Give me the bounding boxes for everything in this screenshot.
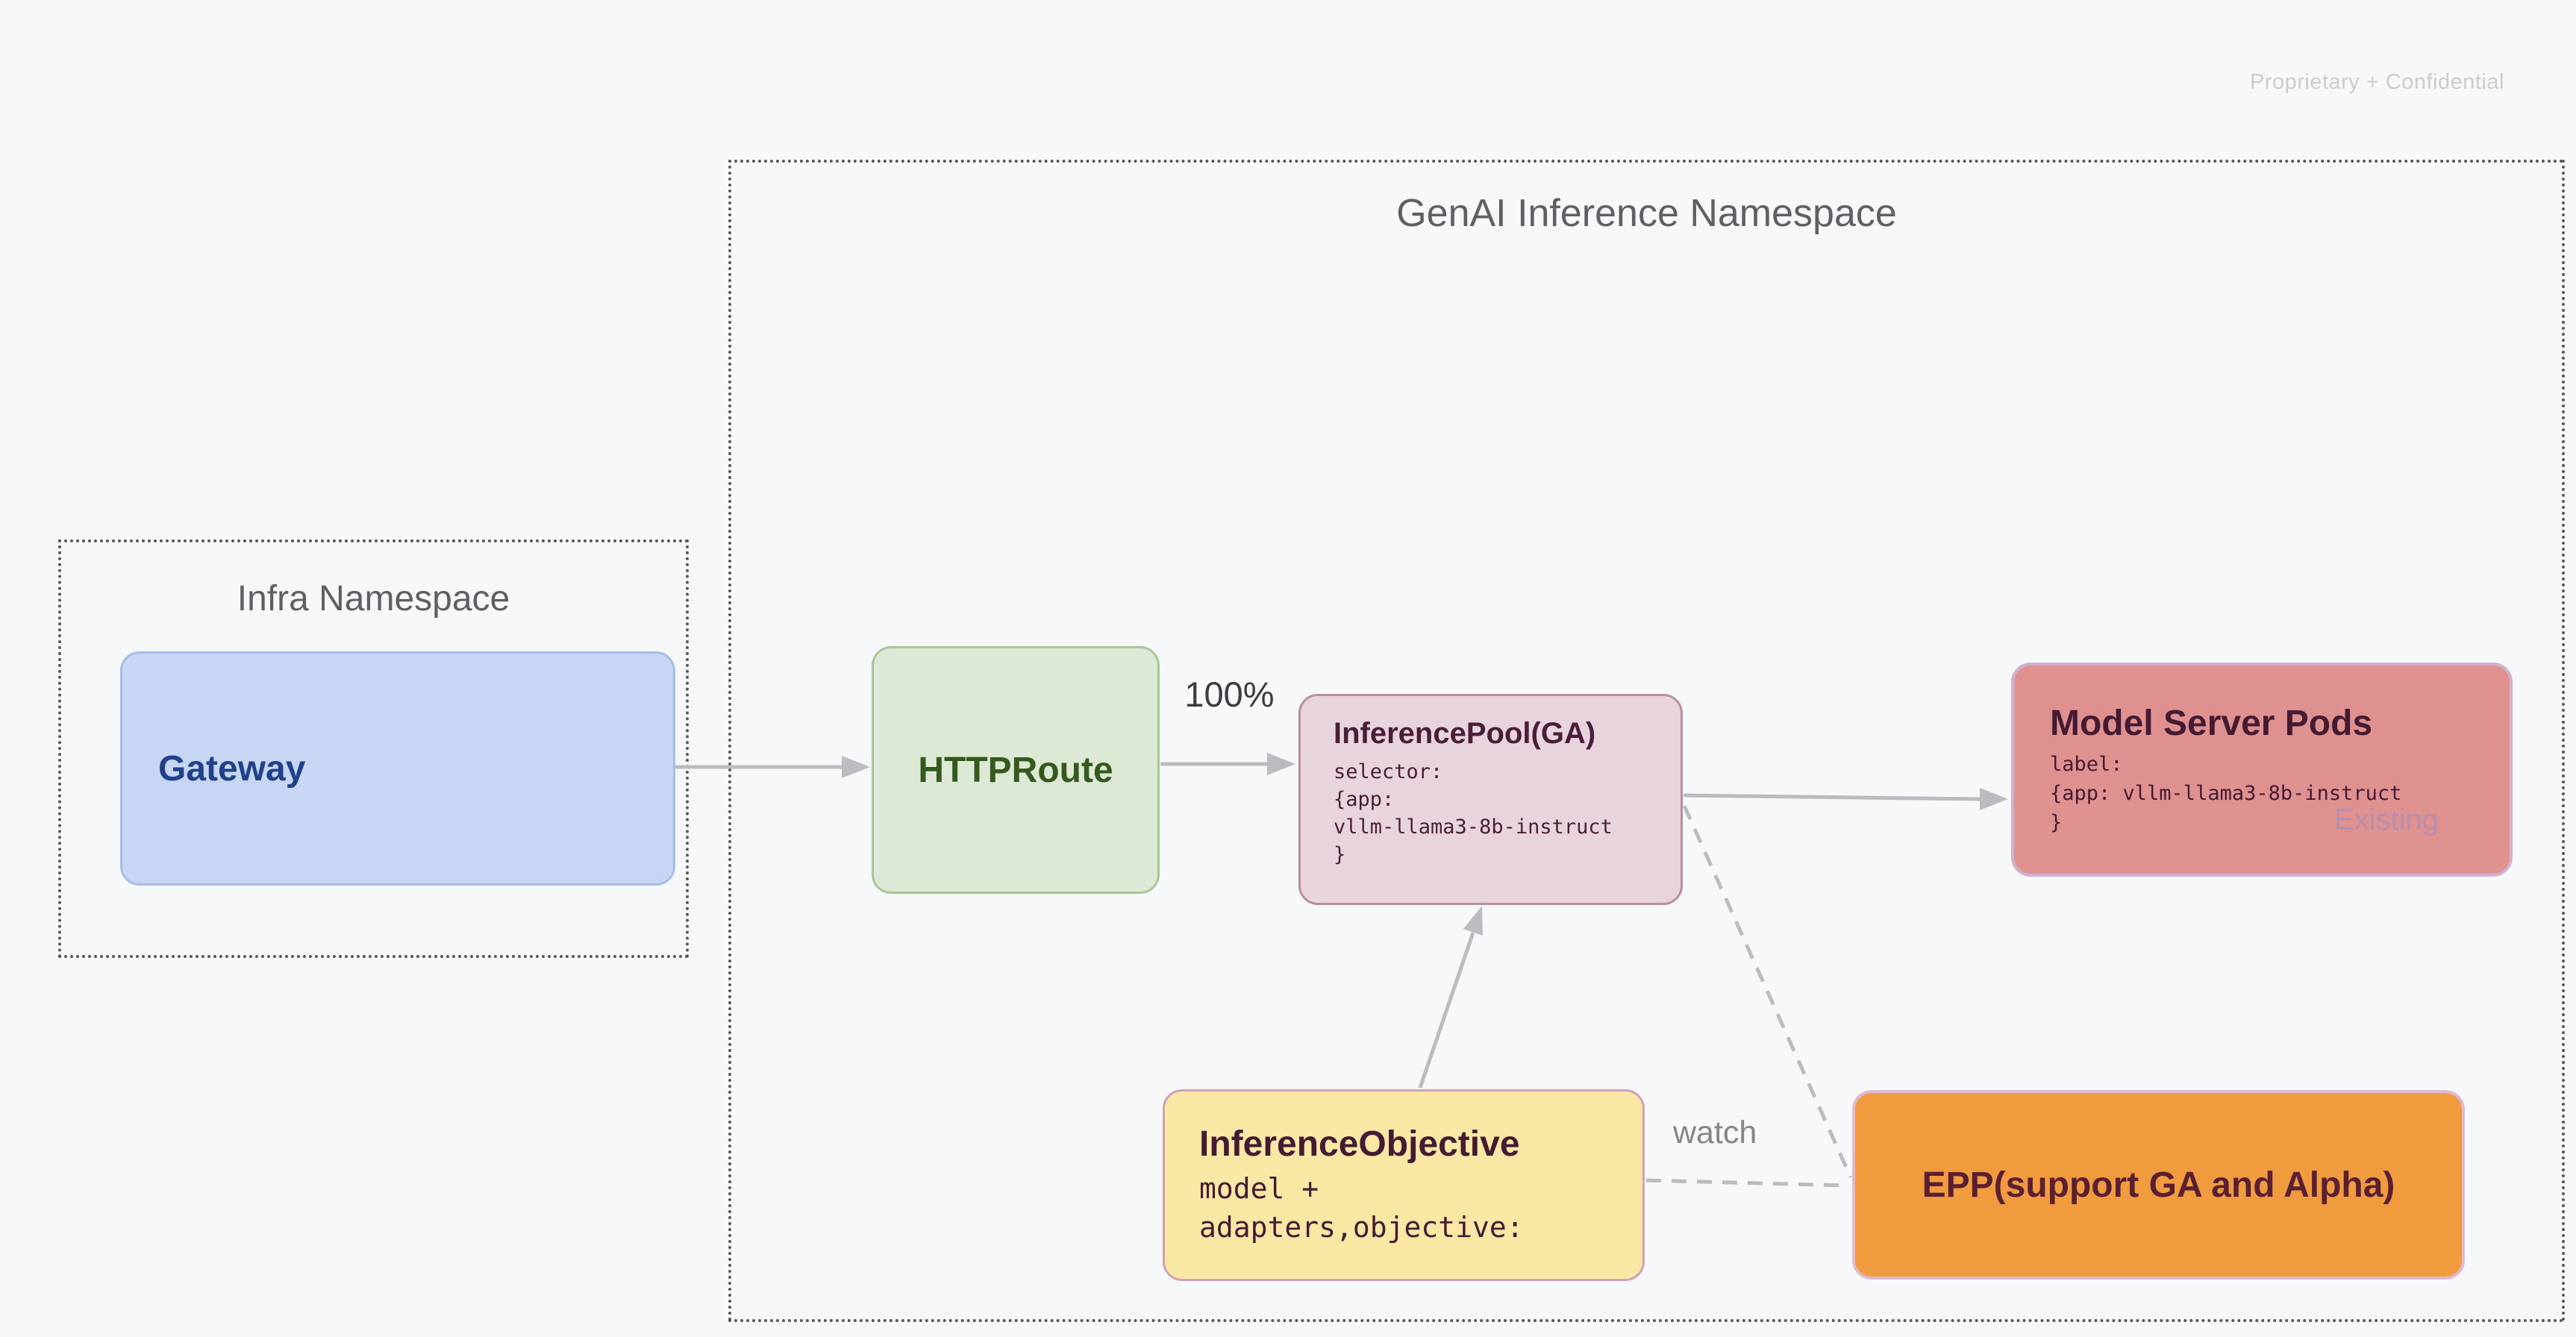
inference-objective-title: InferenceObjective [1199,1124,1520,1164]
existing-status-label: Existing [2333,804,2439,836]
infra-namespace-title: Infra Namespace [237,579,510,619]
genai-namespace-title: GenAI Inference Namespace [1396,192,1897,235]
gateway-node: Gateway [120,651,675,886]
httproute-title: HTTPRoute [918,750,1113,790]
epp-title: EPP(support GA and Alpha) [1922,1165,2395,1205]
route-weight-label: 100% [1184,674,1275,714]
epp-node: EPP(support GA and Alpha) [1852,1090,2465,1280]
watch-label: watch [1673,1115,1757,1150]
confidential-watermark: Proprietary + Confidential [2249,70,2504,94]
model-server-pods-title: Model Server Pods [2050,703,2373,743]
model-server-pods-node: Model Server Pods label: {app: vllm-llam… [2011,663,2513,877]
inferencepool-node: InferencePool(GA) selector: {app: vllm-l… [1298,694,1683,905]
gateway-title: Gateway [158,748,306,789]
model-server-pods-label-code: label: {app: vllm-llama3-8b-instruct } [2050,752,2402,834]
inference-objective-code: model + adapters,objective: [1199,1172,1524,1244]
inferencepool-title: InferencePool(GA) [1334,717,1596,750]
infra-namespace-box: Infra Namespace [58,539,689,958]
genai-inference-namespace-box: GenAI Inference Namespace [728,160,2565,1322]
inferencepool-selector-code: selector: {app: vllm-llama3-8b-instruct … [1334,760,1613,866]
inference-objective-node: InferenceObjective model + adapters,obje… [1163,1089,1645,1281]
httproute-node: HTTPRoute [872,646,1160,894]
